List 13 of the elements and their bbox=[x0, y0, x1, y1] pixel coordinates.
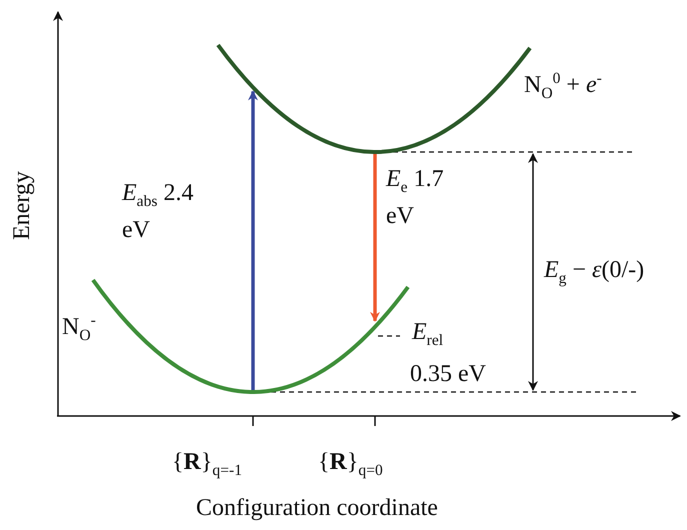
arrow bbox=[248, 90, 258, 390]
arrow bbox=[370, 154, 380, 322]
label: E$_{rel}$ bbox=[412, 318, 444, 350]
tick-label: {R}$_{q=0}$ bbox=[318, 448, 383, 480]
potential-curve bbox=[91, 278, 410, 394]
edge-label: E$_{abs}$ 2.4 eV bbox=[122, 179, 194, 246]
tick-label: {R}$_{q=-1}$ bbox=[172, 448, 242, 480]
label: 0.35 eV bbox=[410, 360, 486, 389]
axis-title: Configuration coordinate bbox=[196, 494, 438, 523]
label: E$_{g}$ − ε(0/-) bbox=[544, 256, 644, 288]
edge-label: E$_{e}$ 1.7 eV bbox=[386, 165, 445, 232]
axis-title: Energy bbox=[8, 171, 36, 240]
curve-label: N$_{O}$$^{0}$ + e$^{-}$ bbox=[524, 70, 602, 104]
